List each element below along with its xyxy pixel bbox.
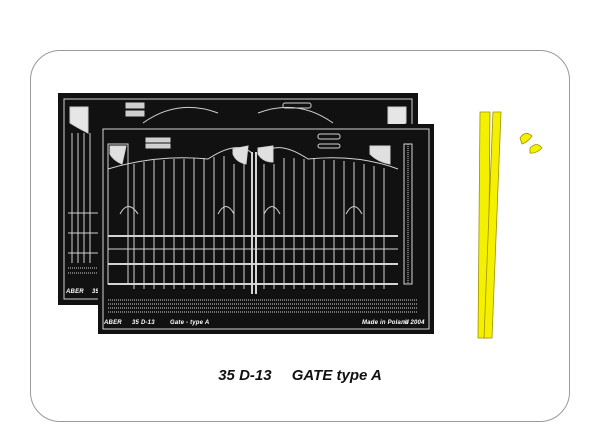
- sheet-front-code: 35 D-13: [132, 320, 155, 326]
- sheet-front-year: © 2004: [404, 320, 425, 326]
- sheet-back-brand: ABER: [66, 289, 84, 295]
- sheet-back-code: 35: [92, 289, 100, 295]
- photo-etch-sheet-front: ABER 35 D-13 Gate - type A Made in Polan…: [98, 124, 434, 334]
- sheet-front-name: Gate - type A: [170, 320, 210, 326]
- sheet-front-brand: ABER: [104, 320, 122, 326]
- brass-rods: [477, 111, 543, 339]
- product-caption: 35 D-13 GATE type A: [0, 367, 600, 384]
- sheet-front-origin: Made in Poland: [362, 320, 409, 326]
- gate-etch-front-drawing: [102, 128, 430, 330]
- caption-title: GATE type A: [291, 367, 382, 384]
- caption-code: 35 D-13: [218, 367, 272, 384]
